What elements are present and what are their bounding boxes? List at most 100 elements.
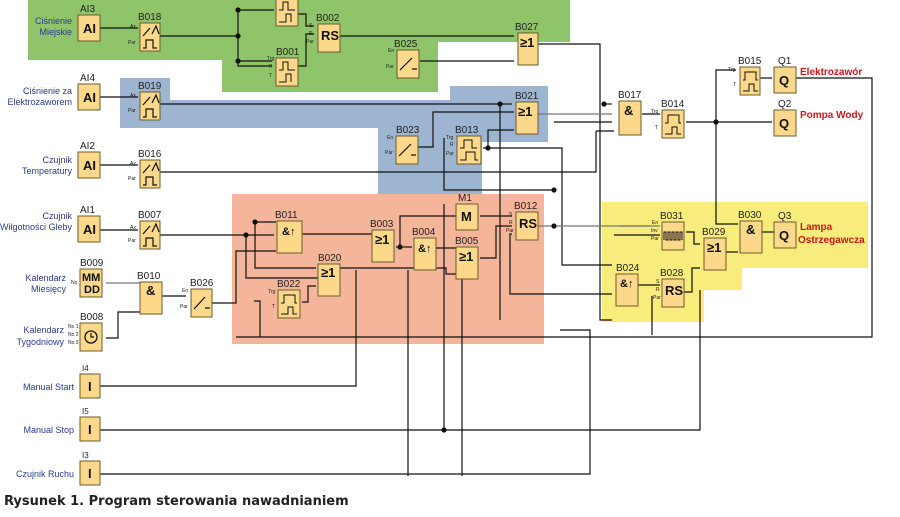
block-id: B018: [138, 12, 162, 23]
off-delay-icon: [279, 61, 295, 83]
pin-label: En: [388, 48, 394, 54]
pin-label: Par: [128, 108, 136, 114]
block-B005[interactable]: B005 ≥1: [455, 236, 479, 280]
block-symbol: &↑: [282, 226, 295, 238]
block-B014[interactable]: B014 Trg T: [651, 99, 685, 139]
block-id: B009: [80, 258, 104, 269]
block-symbol: &: [146, 283, 155, 298]
block-symbol: AI: [83, 21, 96, 36]
block-B022[interactable]: B022 Trg T: [268, 279, 301, 319]
output-Q2[interactable]: Q2 Q Pompa Wody: [773, 99, 864, 137]
block-id: AI4: [80, 73, 95, 84]
pin-label: R: [450, 142, 454, 148]
pin-label: Par: [128, 238, 136, 244]
block-B001[interactable]: B001 Trg R T: [267, 47, 300, 87]
block-id: B016: [138, 149, 162, 160]
block-B026[interactable]: B026 En Par: [180, 278, 214, 318]
input-I3[interactable]: I3 I Czujnik Ruchu: [16, 451, 101, 486]
block-B027[interactable]: B027 ≥1: [515, 22, 539, 66]
input-B008-weekly-timer[interactable]: B008 No 1 No 2 No 3 Kalendarz Tygodniowy: [16, 312, 104, 352]
input-I5[interactable]: I5 I Manual Stop: [23, 407, 101, 442]
block-B023[interactable]: B023 En Par: [385, 125, 420, 165]
signal-label: Miejskie: [39, 27, 72, 37]
input-AI3[interactable]: AI3 AI Ciśnienie Miejskie: [35, 4, 101, 42]
signal-label: Manual Stop: [23, 425, 74, 435]
pin-label: Ax: [130, 24, 136, 30]
pin-label: Ax: [130, 225, 136, 231]
pin-label: R: [656, 287, 660, 293]
block-B017[interactable]: B017 &: [618, 90, 642, 136]
block-B011[interactable]: B011 &↑: [275, 210, 303, 254]
block-id: B015: [738, 56, 762, 67]
pin-label: Par: [385, 150, 393, 156]
block-B015[interactable]: B015 Trg T: [728, 56, 762, 96]
block-B028[interactable]: B028 RS S R Par: [653, 268, 685, 308]
block-B006[interactable]: [275, 0, 299, 27]
switch-icon: [398, 143, 416, 157]
input-AI4[interactable]: AI4 AI Ciśnienie za Elektrozaworem: [7, 73, 101, 111]
pin-label: S: [309, 23, 313, 29]
zone-green: [28, 0, 570, 92]
pin-label: Par: [446, 151, 454, 157]
block-id: B011: [275, 210, 298, 221]
output-label: Lampa: [800, 222, 833, 233]
block-B002[interactable]: B002 RS S R Par: [306, 13, 341, 53]
block-id: Q1: [778, 56, 792, 67]
block-id: B022: [277, 279, 301, 290]
junctions: [235, 7, 719, 433]
block-id: B002: [316, 13, 340, 24]
block-B031[interactable]: B031 En Inv Par: [651, 211, 685, 251]
output-label: Elektrozawór: [800, 67, 862, 78]
output-Q3[interactable]: Q3 Q Lampa Ostrzegawcza: [773, 211, 865, 249]
block-B020[interactable]: B020 ≥1: [317, 253, 342, 297]
block-symbol: RS: [519, 216, 537, 231]
block-B016[interactable]: B016 Ax Par: [128, 149, 162, 189]
block-id: B012: [514, 201, 538, 212]
block-B010[interactable]: B010 &: [137, 271, 163, 315]
block-id: B024: [616, 263, 640, 274]
output-label: Ostrzegawcza: [798, 235, 865, 246]
block-B024[interactable]: B024 &↑: [615, 263, 640, 307]
input-AI1[interactable]: AI1 AI Czujnik Wilgotności Gleby: [0, 205, 101, 243]
block-id: B023: [396, 125, 420, 136]
signal-label: Temperatury: [22, 166, 73, 176]
block-B007[interactable]: B007 Ax Par: [128, 210, 162, 250]
pin-label: En: [182, 288, 188, 294]
input-B009-calendar[interactable]: B009 MM DD No Kalendarz Miesięcy: [25, 258, 104, 298]
block-id: I4: [82, 364, 89, 373]
block-symbol: &↑: [418, 243, 431, 255]
block-B021[interactable]: B021 ≥1: [515, 91, 539, 135]
block-B004[interactable]: B004 &↑: [412, 227, 437, 271]
block-id: Q3: [778, 211, 792, 222]
pin-label: T: [655, 125, 658, 131]
input-I4[interactable]: I4 I Manual Start: [23, 364, 101, 399]
block-B025[interactable]: B025 En Par: [386, 39, 420, 79]
block-B018[interactable]: B018 Ax Par: [128, 12, 162, 52]
block-symbol: I: [88, 466, 92, 481]
block-B029[interactable]: B029 ≥1: [702, 227, 727, 271]
signal-label: Kalendarz: [23, 325, 64, 335]
analog-threshold-icon: [142, 24, 160, 49]
signal-label: Czujnik Ruchu: [16, 469, 74, 479]
signal-label: Manual Start: [23, 382, 75, 392]
pin-label: Par: [653, 295, 661, 301]
block-symbol: &↑: [620, 278, 633, 290]
block-id: B013: [455, 125, 479, 136]
pin-label: Ax: [130, 93, 136, 99]
signal-label: Miesięcy: [31, 284, 67, 294]
output-Q1[interactable]: Q1 Q Elektrozawór: [773, 56, 862, 94]
block-B003[interactable]: B003 ≥1: [370, 219, 395, 263]
analog-threshold-icon: [142, 93, 160, 118]
block-B012[interactable]: B012 RS S R Par: [506, 201, 539, 241]
block-symbol: AI: [83, 90, 96, 105]
pulse-generator-icon: [663, 231, 683, 241]
block-id: B005: [455, 236, 479, 247]
block-symbol: &: [624, 103, 633, 118]
block-B019[interactable]: B019 Ax Par: [128, 81, 162, 121]
block-M1[interactable]: M1 M: [455, 193, 479, 231]
pin-label: No 2: [68, 332, 79, 338]
block-B030[interactable]: B030 &: [738, 210, 763, 254]
input-AI2[interactable]: AI2 AI Czujnik Temperatury: [22, 141, 101, 179]
block-id: B031: [660, 211, 684, 222]
block-B013[interactable]: B013 Trg R Par: [446, 125, 482, 165]
